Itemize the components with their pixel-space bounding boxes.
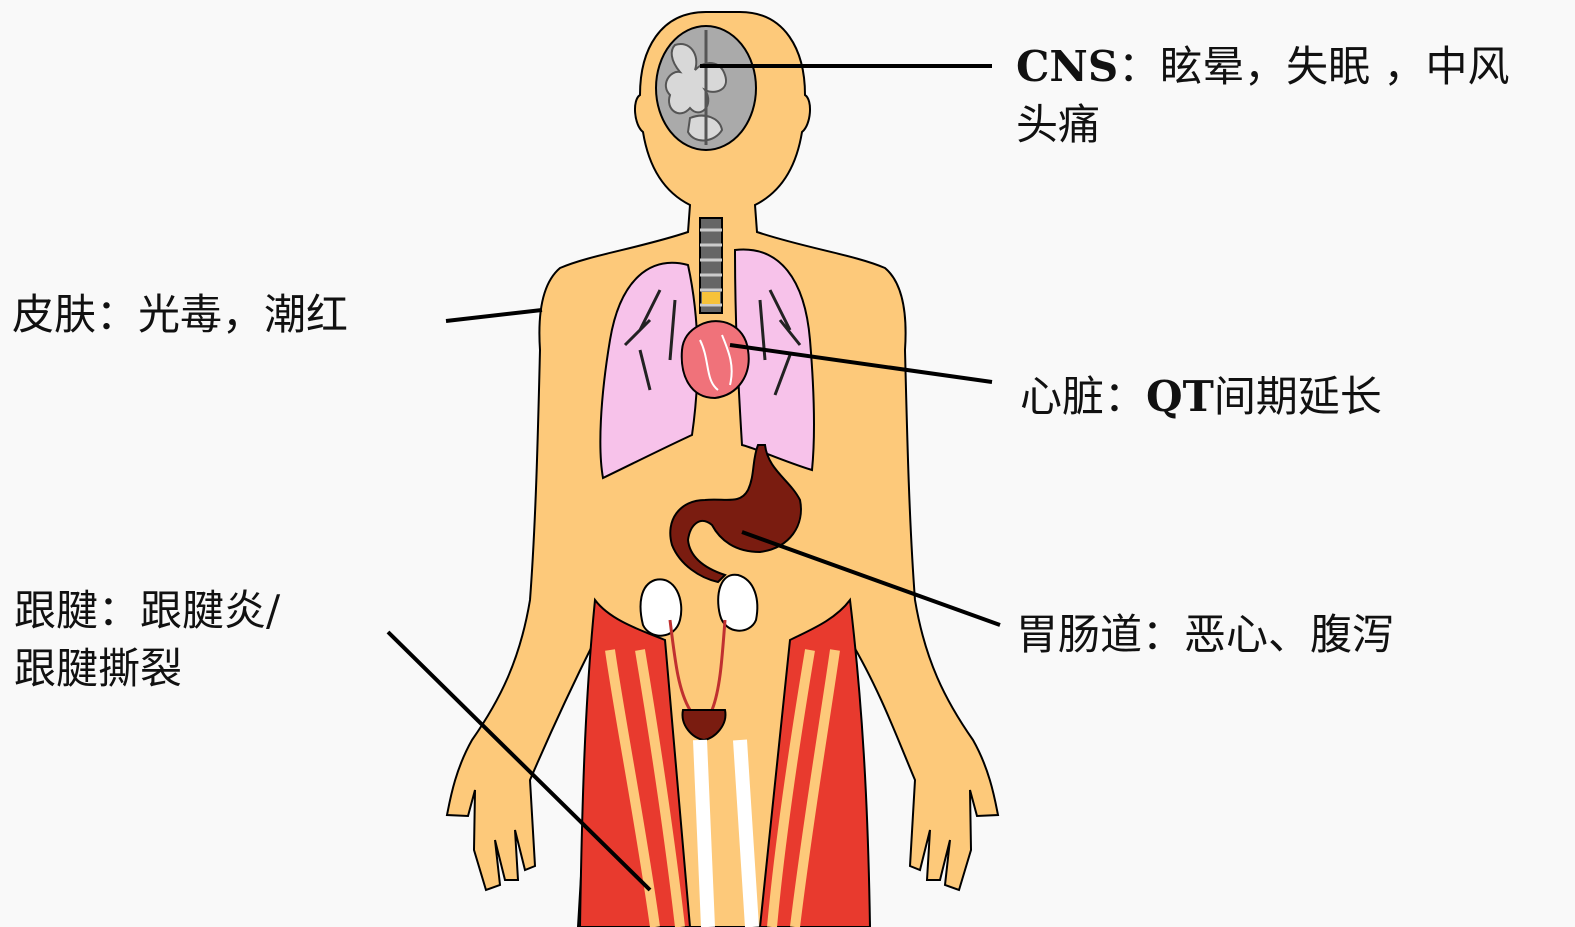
- cns-label-line1: ：眩晕，失眠 ，中风: [1118, 42, 1509, 91]
- cns-label-line2: 头痛: [1016, 96, 1510, 154]
- heart-label-suffix: 间期延长: [1214, 372, 1382, 421]
- heart-icon: [682, 321, 749, 398]
- skin-pointer: [446, 310, 542, 321]
- tendon-label: 跟腱：跟腱炎/ 跟腱撕裂: [14, 582, 280, 698]
- spine-icon: [700, 218, 722, 313]
- gi-label: 胃肠道：恶心、腹泻: [1016, 606, 1394, 664]
- brain-icon: [656, 26, 756, 150]
- heart-label: 心脏：QT间期延长: [1020, 368, 1382, 426]
- heart-label-bold: QT: [1146, 372, 1214, 421]
- heart-label-prefix: 心脏：: [1020, 372, 1146, 421]
- cns-label-prefix: CNS: [1016, 42, 1118, 91]
- body-silhouette: [447, 12, 998, 927]
- tendon-label-line2: 跟腱撕裂: [14, 640, 280, 698]
- skin-label: 皮肤：光毒，潮红: [12, 286, 348, 344]
- cns-label: CNS：眩晕，失眠 ，中风 头痛: [1016, 38, 1510, 154]
- tendon-label-line1: 跟腱：跟腱炎/: [14, 582, 280, 640]
